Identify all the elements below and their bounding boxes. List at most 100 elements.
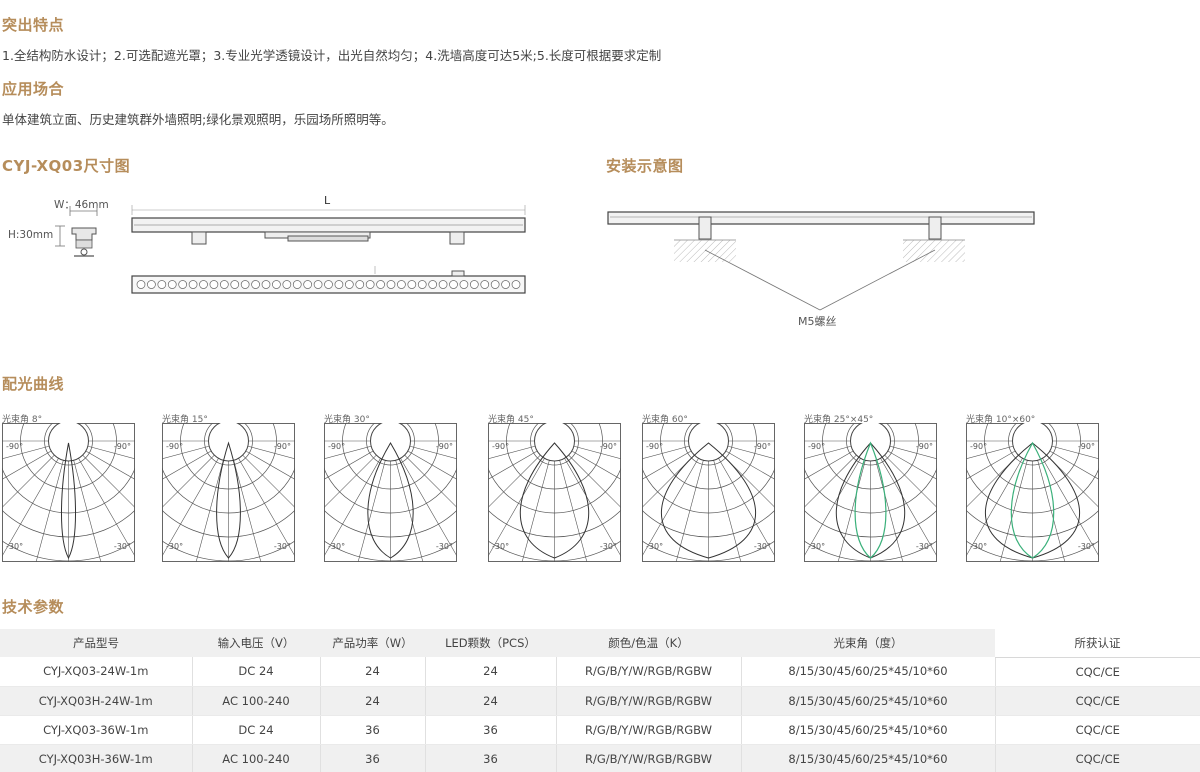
curve-label: 光束角 60° xyxy=(642,415,688,425)
led-dot xyxy=(219,280,229,289)
led-dot xyxy=(157,280,167,289)
angle-label: -30° xyxy=(916,542,933,551)
cell: 36 xyxy=(424,715,556,745)
angle-label: -30° xyxy=(114,542,131,551)
curve-label: 光束角 30° xyxy=(324,415,370,425)
led-dot xyxy=(324,280,333,289)
cell: 8/15/30/45/60/25*45/10*60 xyxy=(740,715,995,745)
polar-curve: -90°-90°-30°-30° xyxy=(966,420,1099,562)
cell: CYJ-XQ03H-24W-1m xyxy=(0,686,192,716)
angle-label: -90° xyxy=(754,442,771,451)
angle-label: -90° xyxy=(492,442,509,451)
led-dot xyxy=(407,280,417,289)
led-dot xyxy=(438,280,448,289)
led-dot xyxy=(334,280,344,289)
led-dot xyxy=(469,280,479,289)
table-row: CYJ-XQ03-24W-1m DC 24 24 24 R/G/B/Y/W/RG… xyxy=(0,657,1200,687)
led-dot xyxy=(261,280,271,289)
polar-curve: -90°-90°-30°-30° xyxy=(642,420,775,562)
cell: DC 24 xyxy=(191,715,320,745)
table-row: CYJ-XQ03-36W-1m DC 24 36 36 R/G/B/Y/W/RG… xyxy=(0,715,1200,745)
angle-label: -90° xyxy=(436,442,453,451)
cell: 24 xyxy=(319,657,425,687)
cell: R/G/B/Y/W/RGB/RGBW xyxy=(555,657,741,687)
led-dot xyxy=(272,280,281,289)
cell: 36 xyxy=(319,715,425,745)
dimension-drawing xyxy=(55,205,526,294)
col-cert: 所获认证 xyxy=(995,629,1200,658)
led-dot xyxy=(251,280,260,289)
col-model: 产品型号 xyxy=(0,629,192,657)
led-dot xyxy=(459,280,469,289)
polar-curve: -90° -90° -30° -30° xyxy=(162,420,295,562)
led-dot xyxy=(428,280,438,289)
angle-label: -90° xyxy=(1078,442,1095,451)
led-dot xyxy=(386,280,396,289)
angle-label: -90° xyxy=(274,442,291,451)
led-dot xyxy=(292,280,302,289)
cell: CQC/CE xyxy=(994,686,1200,716)
cell: R/G/B/Y/W/RGB/RGBW xyxy=(555,686,741,716)
led-dot xyxy=(376,280,385,289)
cell: DC 24 xyxy=(191,657,320,687)
angle-label: -30° xyxy=(754,542,771,551)
application-heading: 应用场合 xyxy=(2,80,65,98)
cell: R/G/B/Y/W/RGB/RGBW xyxy=(555,744,741,772)
led-dot xyxy=(136,280,146,289)
application-text: 单体建筑立面、历史建筑群外墙照明;绿化景观照明，乐园场所照明等。 xyxy=(2,112,394,127)
curve-label: 光束角 10°×60° xyxy=(966,415,1036,425)
angle-label: -90° xyxy=(328,442,345,451)
angle-label: -30° xyxy=(492,542,509,551)
curves-heading: 配光曲线 xyxy=(2,375,65,393)
angle-label: -30° xyxy=(436,542,453,551)
led-dot xyxy=(449,280,458,289)
angle-label: -90° xyxy=(970,442,987,451)
length-label: L xyxy=(324,194,331,207)
cell: CQC/CE xyxy=(994,657,1200,687)
led-dot xyxy=(480,280,490,289)
led-dot xyxy=(199,280,208,289)
led-dot xyxy=(501,280,510,289)
width-label: W：46mm xyxy=(54,199,109,211)
cell: 8/15/30/45/60/25*45/10*60 xyxy=(740,657,995,687)
angle-label: -30° xyxy=(600,542,617,551)
dimension-heading: CYJ-XQ03尺寸图 xyxy=(2,157,131,175)
cell: 8/15/30/45/60/25*45/10*60 xyxy=(740,686,995,716)
angle-label: -30° xyxy=(166,542,183,551)
install-drawing xyxy=(607,211,1035,311)
cell: 36 xyxy=(424,744,556,772)
led-dot xyxy=(209,280,219,289)
cell: R/G/B/Y/W/RGB/RGBW xyxy=(555,715,741,745)
led-dot xyxy=(147,280,156,289)
cell: CQC/CE xyxy=(994,744,1200,772)
angle-label: -30° xyxy=(328,542,345,551)
cell: 24 xyxy=(319,686,425,716)
angle-label: -30° xyxy=(274,542,291,551)
col-beam: 光束角（度） xyxy=(741,629,995,657)
polar-curve: -90° -90° -30° -30° xyxy=(324,420,457,562)
led-dot xyxy=(344,280,354,289)
screw-label: M5螺丝 xyxy=(798,315,837,328)
angle-label: -90° xyxy=(646,442,663,451)
features-text: 1.全结构防水设计；2.可选配遮光罩；3.专业光学透镜设计，出光自然均匀；4.洗… xyxy=(2,48,662,63)
angle-label: -30° xyxy=(808,542,825,551)
led-dot xyxy=(417,280,427,289)
angle-label: -90° xyxy=(916,442,933,451)
led-dot xyxy=(511,280,521,289)
angle-label: -90° xyxy=(600,442,617,451)
angle-label: -90° xyxy=(166,442,183,451)
curve-label: 光束角 15° xyxy=(162,415,208,425)
height-label: H:30mm xyxy=(8,229,54,241)
led-dot xyxy=(188,280,198,289)
cell: 24 xyxy=(424,686,556,716)
polar-curve: -90° -90° -30° -30° xyxy=(488,420,621,562)
table-row: CYJ-XQ03H-24W-1m AC 100-240 24 24 R/G/B/… xyxy=(0,686,1200,716)
led-dot xyxy=(178,280,188,289)
cell: AC 100-240 xyxy=(191,686,320,716)
col-voltage: 输入电压（V） xyxy=(192,629,320,657)
curve-label: 光束角 8° xyxy=(2,415,43,425)
polar-curve: -90°-90°-30°-30° xyxy=(804,420,937,562)
angle-label: -30° xyxy=(6,542,23,551)
angle-label: -30° xyxy=(1078,542,1095,551)
angle-label: -90° xyxy=(6,442,23,451)
